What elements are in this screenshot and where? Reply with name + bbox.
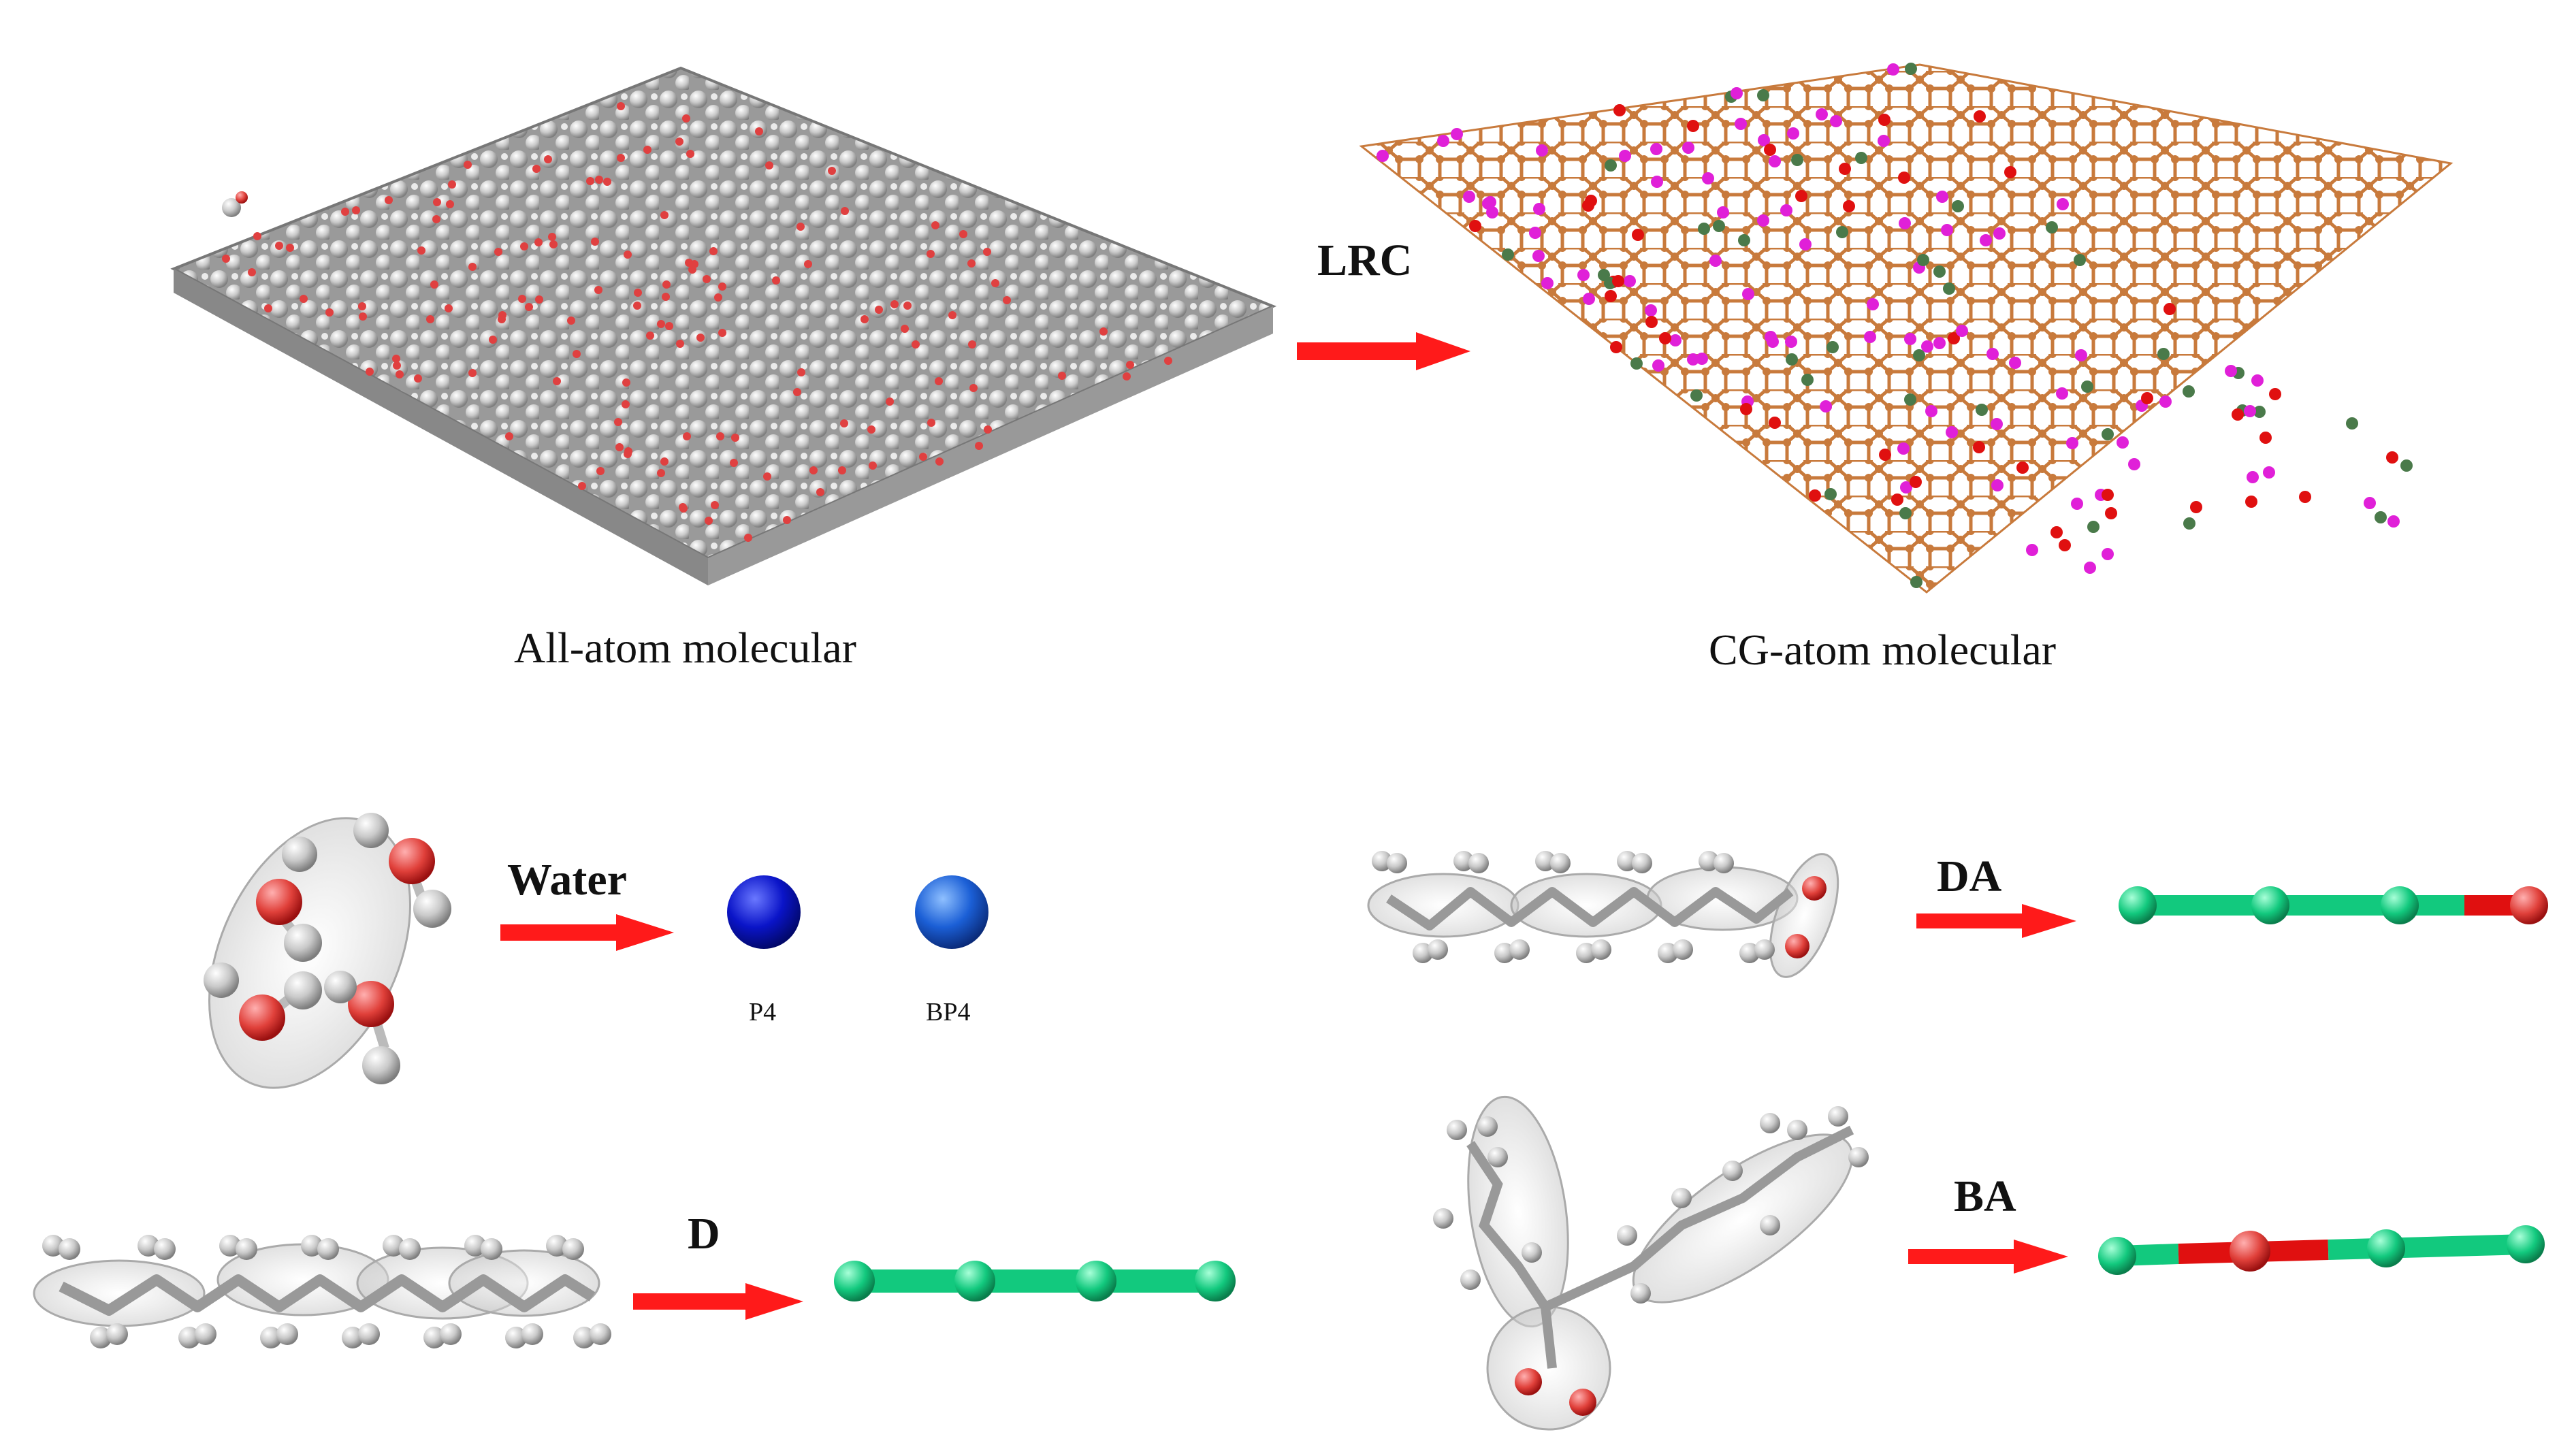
lrc-arrow-label: LRC (1317, 236, 1413, 285)
cg-atom-caption: CG-atom molecular (1709, 626, 2057, 674)
water-arrow-label: Water (507, 855, 627, 905)
da-arrow (1916, 904, 2076, 938)
da-cg-chain (2119, 886, 2548, 924)
water-arrow (500, 914, 674, 951)
cg-sheet (1359, 63, 2454, 594)
bp4-bead-label: BP4 (926, 998, 971, 1026)
all-atom-sheet (170, 66, 1277, 585)
p4-bead-label: P4 (749, 998, 777, 1026)
cg-sheet-markers (1377, 63, 2413, 588)
all-atom-oxygen-markers (222, 102, 1172, 542)
da-molecule (1367, 851, 1839, 978)
p4-bead (727, 875, 801, 949)
d-cg-chain (834, 1261, 1236, 1301)
d-molecule (33, 1235, 611, 1348)
water-cluster-molecule (204, 813, 451, 1089)
lrc-arrow (1297, 332, 1470, 370)
ba-cg-chain (2098, 1225, 2545, 1275)
ba-arrow (1908, 1240, 2068, 1274)
ba-arrow-label: BA (1954, 1171, 2016, 1221)
all-atom-caption: All-atom molecular (514, 624, 856, 672)
ba-molecule (1433, 1095, 1869, 1431)
d-arrow (633, 1283, 803, 1320)
bp4-bead (915, 875, 988, 949)
da-arrow-label: DA (1937, 852, 2002, 901)
d-arrow-label: D (688, 1209, 720, 1259)
